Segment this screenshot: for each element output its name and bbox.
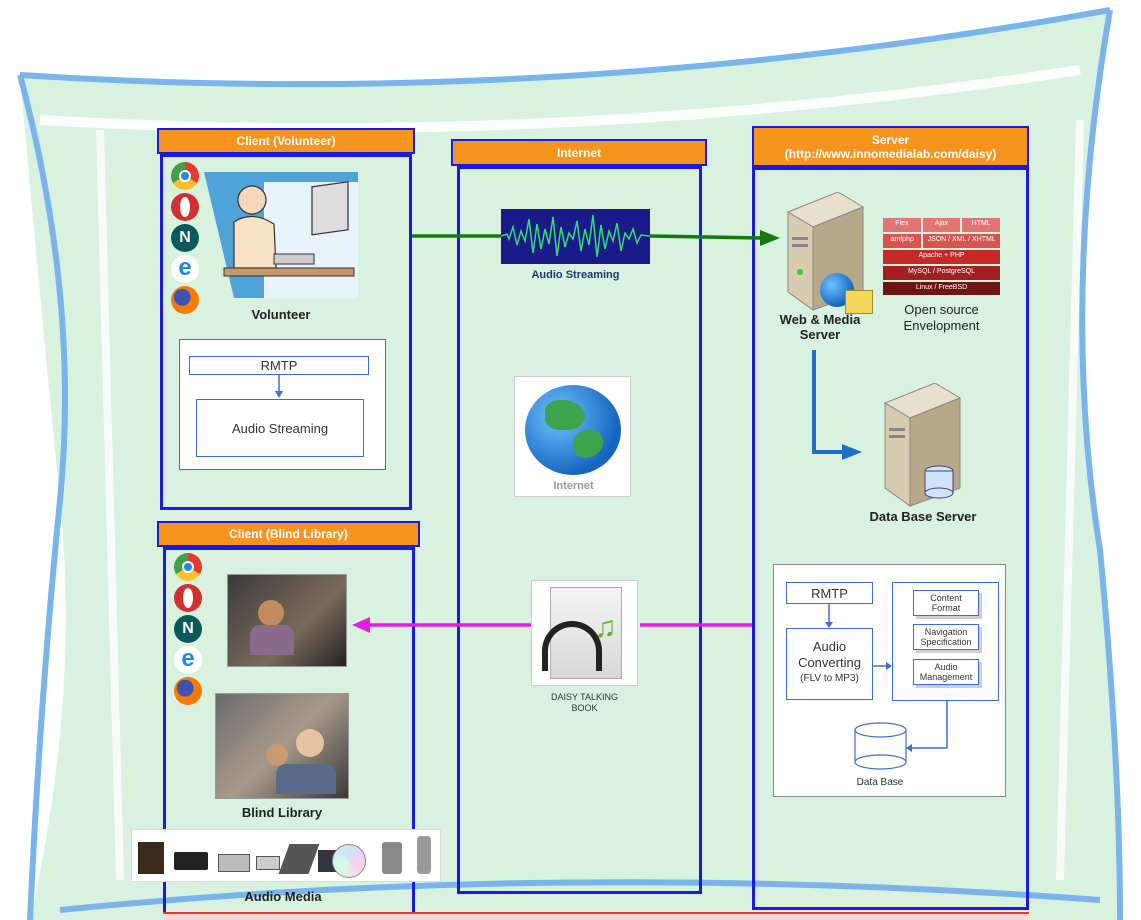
- server-url: (http://www.innomedialab.com/daisy): [784, 146, 997, 161]
- stack-amfphp: amfphp: [883, 234, 922, 248]
- ie-icon: e: [171, 255, 199, 283]
- audio-mgmt-line2: Management: [919, 672, 973, 682]
- stack-ajax: Ajax: [922, 218, 961, 232]
- nav-spec-line2: Specification: [920, 637, 972, 647]
- server-flow-arrows: [825, 604, 948, 752]
- volunteer-audio-streaming-box: Audio Streaming: [196, 399, 364, 457]
- tech-stack: Flex Ajax HTML amfphp JSON / XML / XHTML…: [883, 218, 1001, 295]
- web-media-line2: Server: [799, 327, 841, 342]
- internet-title: Internet: [556, 145, 601, 160]
- audio-media-strip: [131, 829, 441, 882]
- client-volunteer-title: Client (Volunteer): [236, 134, 336, 148]
- internet-globe-card: Internet: [514, 376, 631, 497]
- stack-json-xml: JSON / XML / XHTML: [923, 234, 1000, 248]
- audio-streaming-caption: Audio Streaming: [531, 269, 620, 281]
- stack-apache: Apache + PHP: [883, 250, 1000, 264]
- netscape-icon: N: [174, 615, 202, 643]
- blind-library-label: Blind Library: [241, 805, 323, 820]
- volunteer-illustration: [204, 172, 358, 298]
- opera-icon: [171, 193, 199, 221]
- daisy-label-line2: BOOK: [571, 703, 598, 713]
- open-source-label: Open source Envelopment: [883, 302, 1000, 334]
- audio-mgmt-line1: Audio: [934, 662, 958, 672]
- stack-mysql: MySQL / PostgreSQL: [883, 266, 1000, 280]
- open-source-line1: Open source: [904, 302, 979, 317]
- server-title: Server: [871, 132, 910, 147]
- volunteer-audio-streaming-label: Audio Streaming: [231, 420, 329, 436]
- audio-conv-line1: Audio: [812, 639, 847, 654]
- server-rmtp-box: RMTP: [786, 582, 873, 604]
- audio-conv-line2: Converting: [798, 655, 861, 670]
- music-note-icon: ♫: [594, 611, 617, 644]
- server-rmtp-label: RMTP: [811, 585, 848, 601]
- daisy-book-label: DAISY TALKING BOOK: [531, 692, 638, 714]
- headphones-icon: [542, 621, 602, 671]
- database-server-icon: [883, 383, 962, 507]
- client-volunteer-panel: [160, 154, 412, 510]
- volunteer-label: Volunteer: [251, 307, 311, 322]
- web-media-server-label: Web & Media Server: [770, 312, 870, 342]
- navigation-spec-box: Navigation Specification: [913, 624, 979, 650]
- vhs-tape-icon: [174, 852, 208, 870]
- database-server-label: Data Base Server: [869, 509, 977, 524]
- audio-waveform-icon: [501, 209, 650, 264]
- daisy-label-line1: DAISY TALKING: [550, 692, 619, 702]
- audio-media-label: Audio Media: [244, 889, 322, 904]
- book-cover-icon: [138, 842, 164, 874]
- web-media-line1: Web & Media: [779, 312, 861, 327]
- content-format-line2: Format: [931, 603, 961, 613]
- stack-flex: Flex: [883, 218, 921, 232]
- internet-globe-label: Internet: [553, 480, 594, 492]
- phone-icon: [417, 836, 431, 874]
- daisy-book-card: ♫: [531, 580, 638, 686]
- blind-library-photo-1: [227, 574, 347, 667]
- stack-linux: Linux / FreeBSD: [883, 282, 1000, 295]
- netscape-icon: N: [171, 224, 199, 252]
- nav-spec-line1: Navigation: [924, 627, 968, 637]
- tape-icon: [256, 856, 280, 870]
- audio-conv-line3: (FLV to MP3): [800, 673, 859, 684]
- client-blind-header: Client (Blind Library): [157, 521, 420, 547]
- chrome-icon: [171, 162, 199, 190]
- open-source-line2: Envelopment: [903, 318, 980, 333]
- content-format-line1: Content: [930, 593, 962, 603]
- blind-library-photo-2: [215, 693, 349, 799]
- bottom-bar: [163, 912, 1029, 920]
- stack-row-1: Flex Ajax HTML: [883, 218, 1001, 232]
- pda-icon: [382, 842, 402, 874]
- volunteer-rmtp-label: RMTP: [260, 358, 298, 373]
- firefox-icon: [171, 286, 199, 314]
- volunteer-rmtp-arrow: [275, 375, 283, 398]
- chrome-icon: [174, 553, 202, 581]
- cassette-icon: [218, 854, 250, 872]
- globe-icon: [525, 385, 621, 475]
- database-cylinder-icon: [854, 722, 907, 770]
- folder-badge-icon: [845, 290, 873, 314]
- opera-icon: [174, 584, 202, 612]
- firefox-icon: [174, 677, 202, 705]
- stack-html: HTML: [962, 218, 1001, 232]
- internet-panel: [457, 166, 702, 894]
- audio-management-box: Audio Management: [913, 659, 979, 685]
- ie-icon: e: [174, 646, 202, 674]
- audio-converting-box: Audio Converting (FLV to MP3): [786, 628, 873, 700]
- server-header: Server (http://www.innomedialab.com/dais…: [752, 126, 1029, 167]
- server-panel: [752, 167, 1029, 910]
- client-blind-title: Client (Blind Library): [229, 527, 348, 541]
- client-volunteer-header: Client (Volunteer): [157, 128, 415, 154]
- content-format-box: Content Format: [913, 590, 979, 616]
- stack-row-2: amfphp JSON / XML / XHTML: [883, 234, 1000, 248]
- database-label: Data Base: [856, 777, 904, 788]
- internet-header: Internet: [451, 139, 707, 166]
- cd-icon: [332, 844, 366, 878]
- volunteer-rmtp-box: RMTP: [189, 356, 369, 375]
